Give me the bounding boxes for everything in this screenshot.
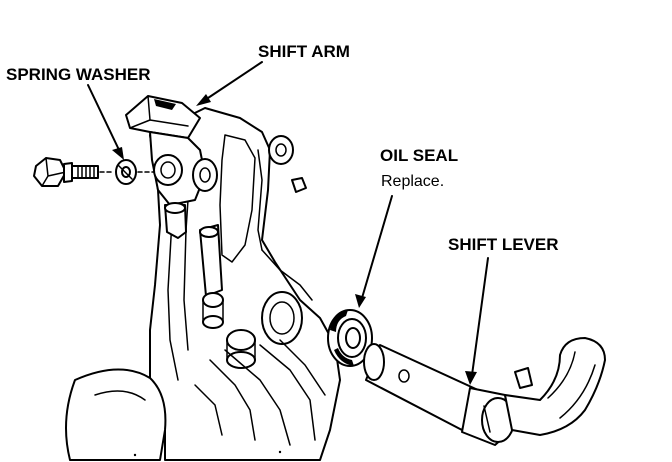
- spring-washer: [115, 159, 137, 185]
- shift-arm-label: SHIFT ARM: [258, 42, 350, 61]
- oil-seal-label: OIL SEAL: [380, 146, 458, 165]
- leader-arrows: [87, 61, 489, 385]
- bolt: [33, 157, 99, 187]
- shift-lever: [363, 337, 606, 446]
- spring-washer-label: SPRING WASHER: [6, 65, 151, 84]
- shift-arm: [125, 95, 218, 239]
- oil-seal: [327, 309, 373, 367]
- oil-seal-note: Replace.: [381, 173, 444, 190]
- shift-lever-label: SHIFT LEVER: [448, 235, 559, 254]
